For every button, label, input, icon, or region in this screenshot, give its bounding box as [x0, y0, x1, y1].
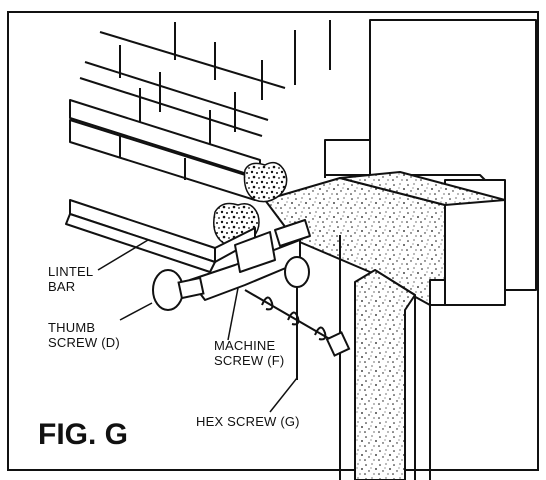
jamb-post: [339, 235, 431, 480]
label-thumb-screw: THUMB SCREW (D): [48, 320, 120, 350]
label-hex-screw: HEX SCREW (G): [196, 414, 300, 429]
label-hex-screw-text: HEX SCREW (G): [196, 414, 300, 429]
leader-hex-screw: [269, 377, 298, 413]
leader-thumb-screw: [119, 302, 153, 321]
clamp-bracket: [189, 219, 311, 301]
leader-lintel-bar: [97, 239, 149, 271]
label-thumb-screw-line2: SCREW (D): [48, 335, 120, 350]
label-machine-screw-line2: SCREW (F): [214, 353, 285, 368]
label-machine-screw-line1: MACHINE: [214, 338, 276, 353]
leader-machine-screw: [227, 287, 239, 341]
label-machine-screw: MACHINE SCREW (F): [214, 338, 284, 368]
leader-lines: [97, 239, 298, 413]
concrete-lintel: [264, 171, 506, 306]
spring-rod: [244, 289, 351, 357]
label-lintel-bar-line1: LINTEL: [48, 264, 94, 279]
thumb-screw: [152, 269, 205, 311]
figure-title: FIG. G: [38, 418, 128, 451]
brick-wall: [69, 20, 331, 201]
machine-screw: [284, 256, 310, 380]
figure-border: [7, 11, 539, 471]
label-lintel-bar: LINTEL BAR: [48, 264, 93, 294]
label-lintel-bar-line2: BAR: [48, 279, 76, 294]
window-frame: [324, 19, 537, 306]
label-thumb-screw-line1: THUMB: [48, 320, 96, 335]
